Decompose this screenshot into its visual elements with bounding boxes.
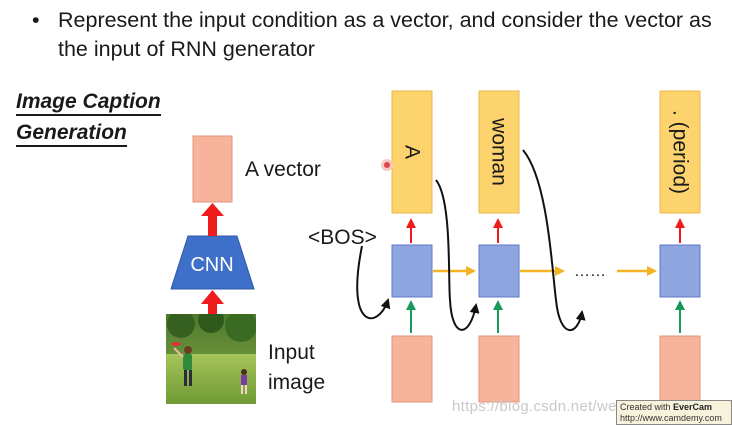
output-word-a: A bbox=[401, 145, 424, 159]
section-title-line2: Generation bbox=[16, 121, 127, 147]
bullet-symbol: • bbox=[32, 8, 40, 32]
output-box-period bbox=[659, 90, 701, 214]
evercam-brand: EverCam bbox=[673, 402, 713, 412]
bos-label: <BOS> bbox=[308, 226, 377, 249]
input-box-2 bbox=[478, 335, 520, 403]
evercam-url: http://www.camdemy.com bbox=[620, 413, 722, 423]
image-to-cnn-arrow bbox=[201, 290, 224, 316]
ellipsis-dots: …… bbox=[574, 263, 606, 280]
pointer-marker-center bbox=[384, 162, 390, 168]
cnn-label: CNN bbox=[190, 254, 233, 276]
bullet-text: Represent the input condition as a vecto… bbox=[58, 8, 712, 61]
feedback-curve-a bbox=[435, 179, 480, 331]
output-box-a bbox=[391, 90, 433, 214]
bos-feedback-curve bbox=[356, 245, 391, 320]
cnn-block bbox=[170, 235, 255, 290]
bullet-point: • Represent the input condition as a vec… bbox=[32, 6, 726, 64]
vector-label: A vector bbox=[245, 158, 321, 181]
output-box-woman bbox=[478, 90, 520, 214]
hidden-state-3 bbox=[659, 244, 701, 298]
evercam-prefix: Created with bbox=[620, 402, 674, 412]
output-word-period: . (period) bbox=[669, 110, 692, 194]
input-image-label-line1: Input bbox=[268, 341, 315, 364]
input-box-3 bbox=[659, 335, 701, 403]
feedback-curve-woman bbox=[522, 149, 586, 331]
cnn-to-vector-arrow bbox=[201, 203, 224, 236]
input-image-label-line2: image bbox=[268, 371, 326, 394]
evercam-badge: Created with EverCam http://www.camdemy.… bbox=[616, 400, 732, 425]
input-box-1 bbox=[391, 335, 433, 403]
hidden-state-1 bbox=[391, 244, 433, 298]
section-title: Image Caption Generation bbox=[16, 86, 161, 148]
hidden-state-2 bbox=[478, 244, 520, 298]
input-image-photo bbox=[166, 314, 256, 404]
vector-box bbox=[192, 135, 233, 203]
section-title-line1: Image Caption bbox=[16, 90, 161, 116]
output-word-woman: woman bbox=[488, 117, 511, 186]
